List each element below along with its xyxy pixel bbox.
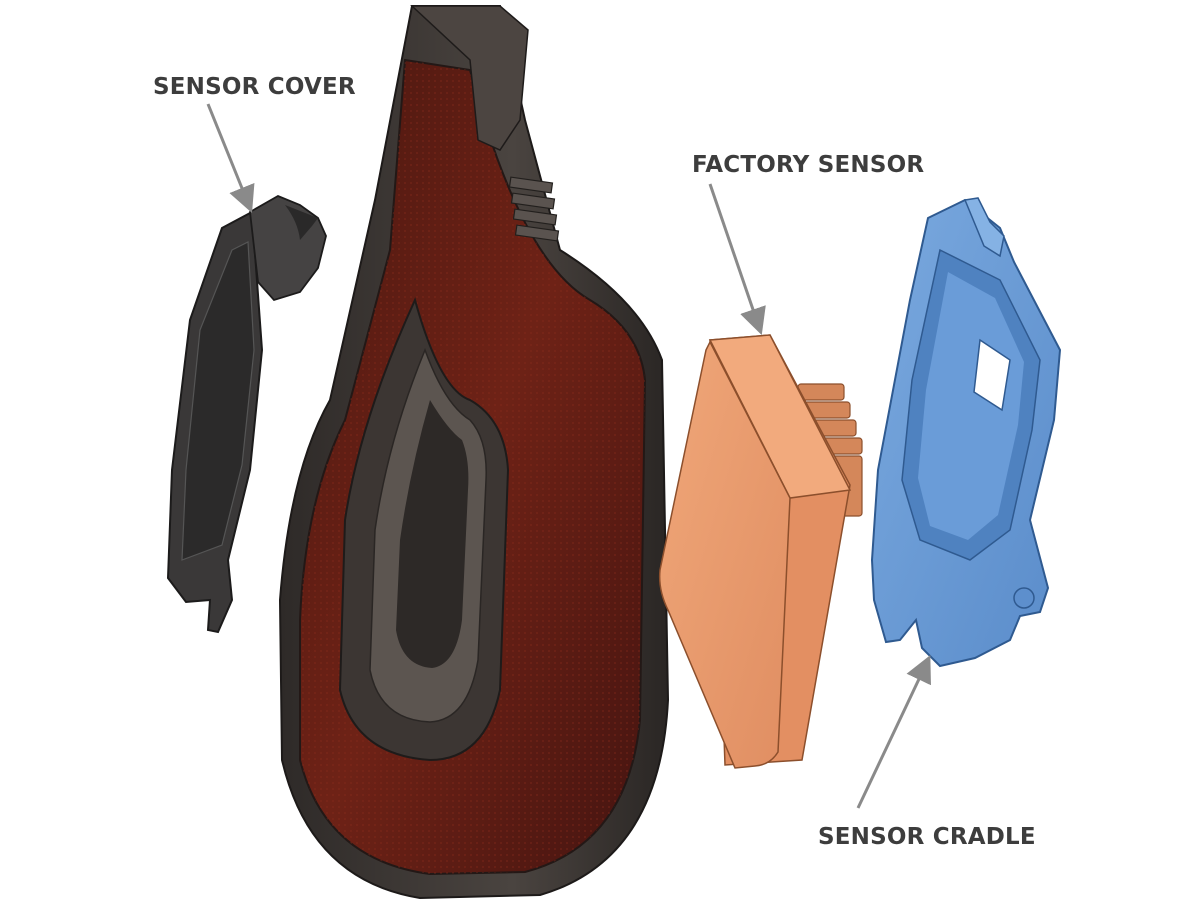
- housing-connector-fins: [508, 176, 560, 242]
- sensor-cover-part: [166, 195, 327, 634]
- sensor-cradle-inner-floor: [918, 272, 1024, 540]
- factory-sensor-face: [658, 340, 791, 769]
- sensor-cover-top-clip: [249, 195, 327, 302]
- leader-arrows: [206, 103, 931, 809]
- sensor-cradle-part: [870, 197, 1062, 668]
- housing-inner-cavity: [396, 400, 469, 668]
- sensor-cradle-arrow: [856, 655, 931, 809]
- sensor-cradle-window: [973, 338, 1011, 412]
- sensor-cover-arrow: [206, 103, 255, 214]
- sensor-cover-label: SENSOR COVER: [153, 74, 356, 100]
- sensor-cradle-top-tab: [963, 197, 1005, 258]
- sensor-cover-face: [181, 241, 255, 561]
- sensor-cradle-pivot: [1013, 587, 1035, 609]
- factory-sensor-part: [658, 334, 863, 769]
- factory-sensor-label: FACTORY SENSOR: [692, 152, 925, 178]
- housing-top-bracket: [410, 5, 529, 151]
- sensor-cover-clip-notch: [285, 205, 318, 240]
- tail-light-housing: [278, 5, 670, 900]
- sensor-cradle-label: SENSOR CRADLE: [818, 824, 1036, 850]
- factory-sensor-arrow: [708, 183, 766, 336]
